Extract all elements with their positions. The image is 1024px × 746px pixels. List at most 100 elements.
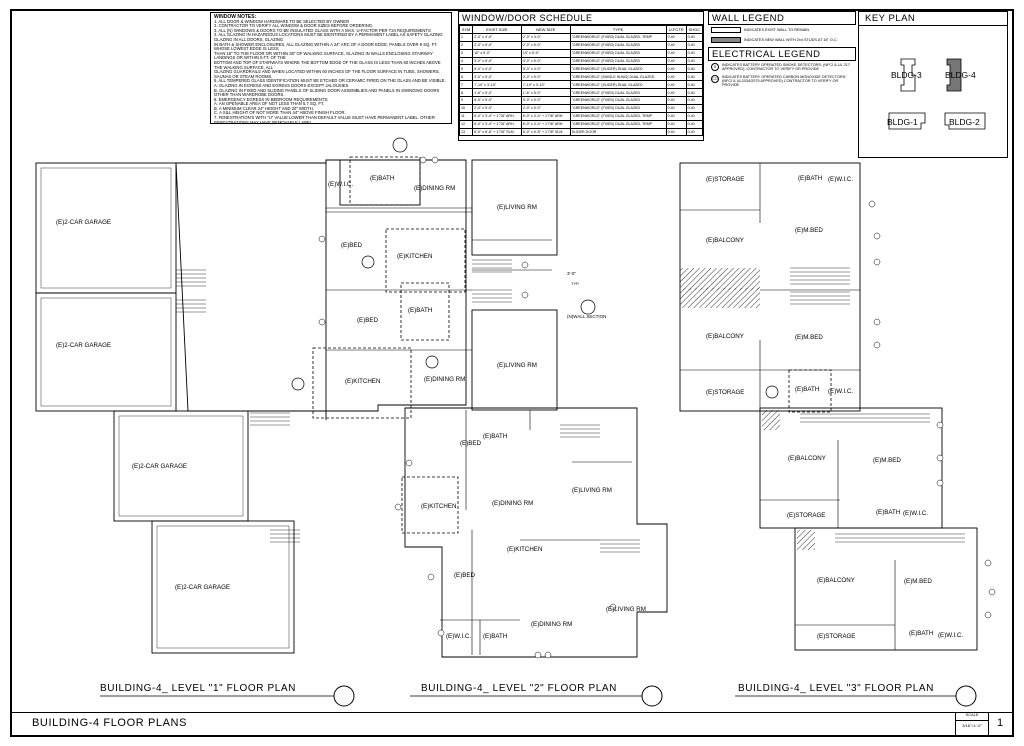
room-label: (E)BED <box>454 572 475 579</box>
room-label: (E)KITCHEN <box>345 378 381 385</box>
room-label: (E)BATH <box>798 175 823 182</box>
room-label: (E)W.I.C. <box>446 633 472 640</box>
kitchen-highlight-box <box>385 228 466 293</box>
window-note-line: 7. FENESTRATION'S WITH "U" VALUE LOWER T… <box>214 115 435 124</box>
room-label: (E)STORAGE <box>706 176 745 183</box>
room-label: (E)DINING RM <box>492 500 534 507</box>
window-note-line: BOTTOM AND TOP OF STAIRWAYS WHERE THE BO… <box>214 59 441 70</box>
room-label: (E)BED <box>460 440 481 447</box>
window-notes: WINDOW NOTES: 1. ALL DOOR & WINDOW HARDW… <box>210 12 452 124</box>
level2-outline <box>404 407 668 658</box>
room-label: (E)KITCHEN <box>397 253 433 260</box>
room-label: (E)LIVING RM <box>606 606 646 613</box>
room-label: (E)DINING RM <box>414 185 456 192</box>
room-label: (E)BALCONY <box>706 333 744 340</box>
level2-kitchen-highlight-box <box>401 476 459 534</box>
room-label: (E)W.I.C. <box>938 632 964 639</box>
scale-box: SCALE 3/16"=1'-0" <box>955 712 989 737</box>
bldg-2-outline <box>944 112 986 130</box>
key-plan-bldg2-label: BLDG-2 <box>949 117 980 127</box>
level1-unit-a-outline <box>175 159 467 412</box>
section-marker-icon <box>392 137 408 153</box>
window-note-line: 2. CONTRACTOR TO VERIFY ALL WINDOW & DOO… <box>214 23 374 29</box>
scale-label: SCALE <box>965 712 979 717</box>
window-note-line: B. GLAZING IN FIXED AND SLIDING PANELS O… <box>214 87 440 98</box>
key-plan-bldg3-label: BLDG-3 <box>891 70 922 80</box>
window-note-line: 4. ALL GLAZING IN HAZARDOUS LOCATIONS MU… <box>214 32 444 42</box>
section-marker-icon <box>580 299 596 315</box>
scale-value: 3/16"=1'-0" <box>956 720 988 728</box>
window-note-line: 1. ALL DOOR & WINDOW HARDWARE TO BE SELE… <box>214 18 350 24</box>
room-label: (E)STORAGE <box>787 512 826 519</box>
room-label: (E)W.I.C. <box>828 388 854 395</box>
room-label: (E)2-CAR GARAGE <box>132 463 188 470</box>
garage-2-outline <box>35 292 177 412</box>
level3-stair-hatch-1 <box>680 268 760 290</box>
room-label: (E)LIVING RM <box>572 487 612 494</box>
room-label: (E)BATH <box>909 630 934 637</box>
room-label: (E)BALCONY <box>706 237 744 244</box>
schedule-cell: 13 <box>459 127 474 137</box>
sheet-number: 1 <box>997 717 1004 729</box>
bldg-4-outline <box>946 58 962 92</box>
level2-plan-bubble <box>641 685 663 707</box>
bldg-3-outline <box>900 58 916 92</box>
window-note-line: 6. EMERGENCY EGRESS IN BEDROOM REQUIREME… <box>214 96 329 102</box>
window-note-line: THAN 18" TO THE FLOOR OR WITHIN 36" OF W… <box>214 50 433 61</box>
room-label: (E)LIVING RM <box>497 362 537 369</box>
wall-legend-item: INDICATES EXIST WALL TO REMAIN <box>708 25 856 35</box>
window-note-line: GLAZING GUARDRAILS AND WHEN LOCATED WITH… <box>214 69 440 79</box>
room-label: (E)STORAGE <box>706 389 745 396</box>
key-plan-bldg1-label: BLDG-1 <box>887 117 918 127</box>
key-plan-diagram <box>888 58 986 130</box>
room-label: (E)STORAGE <box>817 633 856 640</box>
room-label: (E)BED <box>357 317 378 324</box>
window-note-line: 3. ALL (N) WINDOWS & DOORS TO BE INSULAT… <box>214 27 431 33</box>
schedule-cell: 0.40 <box>685 127 703 137</box>
window-notes-heading: WINDOW NOTES: <box>214 14 257 20</box>
level1-plan-bubble <box>333 685 355 707</box>
room-label: (E)DINING RM <box>531 621 573 628</box>
level3-stair-hatch-2 <box>680 288 760 308</box>
room-label: (E)BED <box>341 242 362 249</box>
dimension-typ-label: TYP. <box>571 281 580 286</box>
bath-highlight-box <box>349 156 421 206</box>
kitchen2-highlight-box <box>312 347 412 419</box>
wall-legend-item: INDICATES NEW WALL WITH 2x4 STUDS AT 16"… <box>708 35 856 45</box>
section-marker-icon <box>291 377 305 391</box>
room-label: (E)W.I.C. <box>903 510 929 517</box>
room-label: (E)LIVING RM <box>497 204 537 211</box>
electrical-legend-title: ELECTRICAL LEGEND <box>708 47 856 61</box>
room-label: (E)BATH <box>483 433 508 440</box>
room-label: (E)2-CAR GARAGE <box>175 584 231 591</box>
window-note-line: A. GLAZING IN EGRESS AND EGRESS DOORS EX… <box>214 82 349 88</box>
room-label: (E)BATH <box>483 633 508 640</box>
new-wall-swatch <box>711 37 741 43</box>
bldg-1-outline <box>888 112 926 130</box>
exist-wall-swatch <box>711 27 741 33</box>
key-plan-title: KEY PLAN <box>859 12 1007 26</box>
wall-legend-title: WALL LEGEND <box>708 11 856 25</box>
legends: WALL LEGEND INDICATES EXIST WALL TO REMA… <box>708 11 856 131</box>
level3-stair-hatch-4 <box>797 530 815 550</box>
room-label: (E)BATH <box>370 175 395 182</box>
window-note-line: C. A SILL HEIGHT OF NOT MORE THAN 44" AB… <box>214 110 346 116</box>
room-label: (E)W.I.C. <box>828 176 854 183</box>
room-label: (E)BALCONY <box>817 577 855 584</box>
dimension-label: 3'-0" <box>567 271 576 276</box>
title-block <box>10 712 1014 737</box>
drawing-sheet-border <box>10 9 1014 737</box>
schedule-title: WINDOW/DOOR SCHEDULE <box>459 12 703 25</box>
window-note-line: A. AN OPENABLE AREA OF NOT LESS THAN 5.7… <box>214 101 325 107</box>
sheet-title: BUILDING-4 FLOOR PLANS <box>32 717 188 729</box>
key-plan: KEY PLAN BLDG-3 BLDG-4 BLDG-1 BLDG-2 <box>858 11 1008 158</box>
